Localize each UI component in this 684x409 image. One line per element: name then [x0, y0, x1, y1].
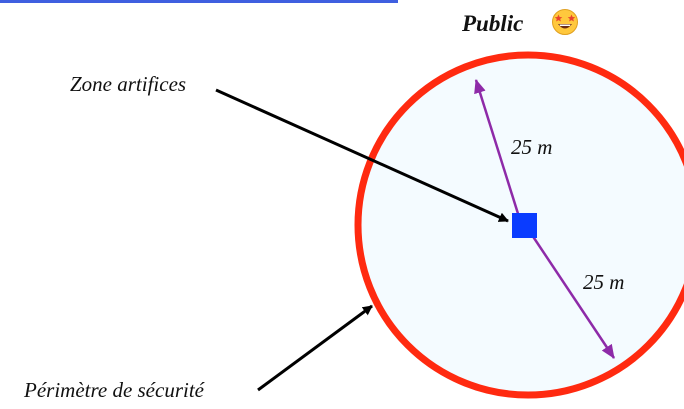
radius-arrow-upper	[474, 79, 522, 221]
radius-arrow-lower	[528, 231, 616, 359]
public-title: Public	[462, 11, 524, 36]
top-link-underline	[0, 0, 398, 3]
radius-label-upper: 25 m	[511, 135, 553, 159]
radius-label-lower: 25 m	[583, 270, 625, 294]
zone-pointer-arrow	[215, 88, 509, 223]
fireworks-zone-square	[512, 213, 537, 238]
perimeter-label: Périmètre de sécurité	[24, 378, 204, 402]
perimeter-pointer-arrow	[257, 304, 373, 392]
zone-artifices-label: Zone artifices	[70, 72, 187, 96]
star-struck-emoji-icon	[552, 9, 578, 35]
